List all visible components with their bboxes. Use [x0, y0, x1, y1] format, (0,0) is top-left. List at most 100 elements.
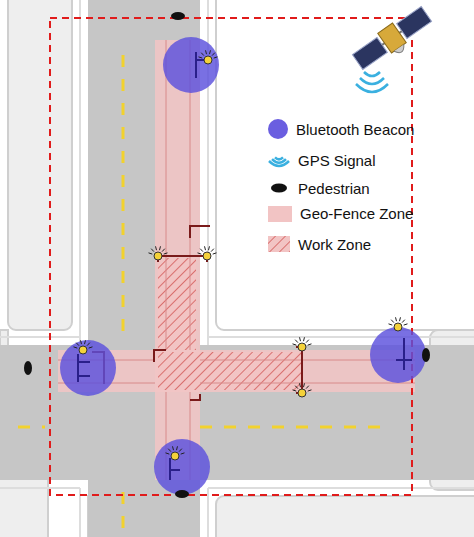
geo-fence-zone [155, 40, 200, 480]
light-ray [208, 246, 210, 250]
light-bulb [298, 343, 306, 351]
light-ray [204, 246, 206, 250]
light-ray [89, 347, 93, 348]
warning-light [198, 246, 217, 260]
lane-markings [18, 426, 45, 429]
sidewalk-lines [0, 336, 80, 338]
sidewalk-lines [207, 488, 209, 537]
geo-fence-zone [58, 40, 415, 480]
light-bulb [171, 452, 179, 460]
gps-wave [275, 157, 283, 159]
light-ray [391, 320, 394, 323]
legend-icon [268, 149, 290, 171]
light-ray [306, 386, 309, 389]
light-bulb [394, 323, 402, 331]
beacon-devices [78, 354, 90, 382]
beacon-devices [78, 52, 412, 480]
satellite [397, 7, 432, 39]
bluetooth-beacon [370, 327, 426, 383]
zone-edges [58, 40, 415, 480]
bluetooth-beacon [154, 439, 210, 495]
zone-edges [166, 40, 167, 350]
light-ray [172, 446, 174, 450]
warning-light [166, 446, 185, 460]
light-ray [80, 340, 82, 344]
beacon-devices [170, 458, 180, 480]
warning-light [74, 340, 93, 354]
light-ray [198, 253, 202, 254]
gps-signal [364, 72, 380, 76]
legend-entry: Pedestrian [268, 177, 370, 199]
light-ray [84, 340, 86, 344]
light-ray [399, 317, 401, 321]
light-ray [303, 337, 305, 341]
light-ray [200, 249, 203, 252]
legend-entry: Work Zone [268, 233, 371, 255]
light-ray [308, 390, 312, 391]
city-blocks [216, 0, 474, 330]
light-ray [295, 340, 298, 343]
pedestrian-icon [271, 184, 287, 193]
bluetooth-beacon [60, 37, 426, 495]
legend-entry: GPS Signal [268, 149, 376, 171]
warning-light [199, 50, 218, 64]
light-ray [179, 449, 182, 452]
lane-markings [122, 55, 125, 335]
sidewalk-lines [208, 336, 474, 338]
light-ray [308, 344, 312, 345]
light-ray [176, 446, 178, 450]
pedestrian-icon [422, 348, 430, 362]
light-ray [205, 50, 207, 54]
light-ray [214, 57, 218, 58]
sidewalk-lines [208, 487, 474, 489]
light-ray [76, 343, 79, 346]
light-ray [87, 343, 90, 346]
light-ray [201, 53, 204, 56]
legend-text: Bluetooth Beacon [296, 121, 414, 138]
light-bulb [154, 252, 162, 260]
legend-entry: Geo-Fence Zone [268, 205, 413, 222]
geo-fence-boundary [50, 18, 412, 495]
legend-entry: Bluetooth Beacon [268, 119, 414, 139]
light-ray [168, 449, 171, 452]
light-ray [164, 253, 168, 254]
light-ray [162, 249, 165, 252]
legend-swatch [268, 149, 290, 171]
legend-text: Pedestrian [298, 180, 370, 197]
light-ray [295, 386, 298, 389]
light-ray [149, 253, 153, 254]
pedestrian-icon [24, 12, 430, 498]
light-ray [181, 453, 185, 454]
city-blocks [8, 0, 72, 330]
light-bulb [298, 389, 306, 397]
light-ray [395, 317, 397, 321]
light-ray [212, 53, 215, 56]
light-bulb [203, 252, 211, 260]
gps-signal [356, 84, 388, 92]
legend-swatch [268, 206, 292, 222]
bluetooth-beacon [60, 340, 116, 396]
light-ray [209, 50, 211, 54]
light-ray [293, 344, 297, 345]
light-ray [74, 347, 78, 348]
legend-text: GPS Signal [298, 152, 376, 169]
barriers [154, 350, 166, 362]
light-ray [293, 390, 297, 391]
satellite [394, 44, 407, 55]
bluetooth-beacon [163, 37, 219, 93]
sidewalk-lines [79, 0, 81, 345]
warning-light [149, 246, 168, 260]
zone-edges [200, 383, 415, 384]
barriers [296, 347, 302, 393]
work-zone-sample [268, 236, 290, 252]
work-zone [158, 258, 302, 390]
pedestrian-icon [24, 361, 32, 375]
lane-markings [200, 426, 390, 429]
light-ray [404, 324, 408, 325]
legend-swatch [268, 119, 288, 139]
legend-swatch [268, 233, 290, 255]
gps-wave [272, 159, 286, 163]
